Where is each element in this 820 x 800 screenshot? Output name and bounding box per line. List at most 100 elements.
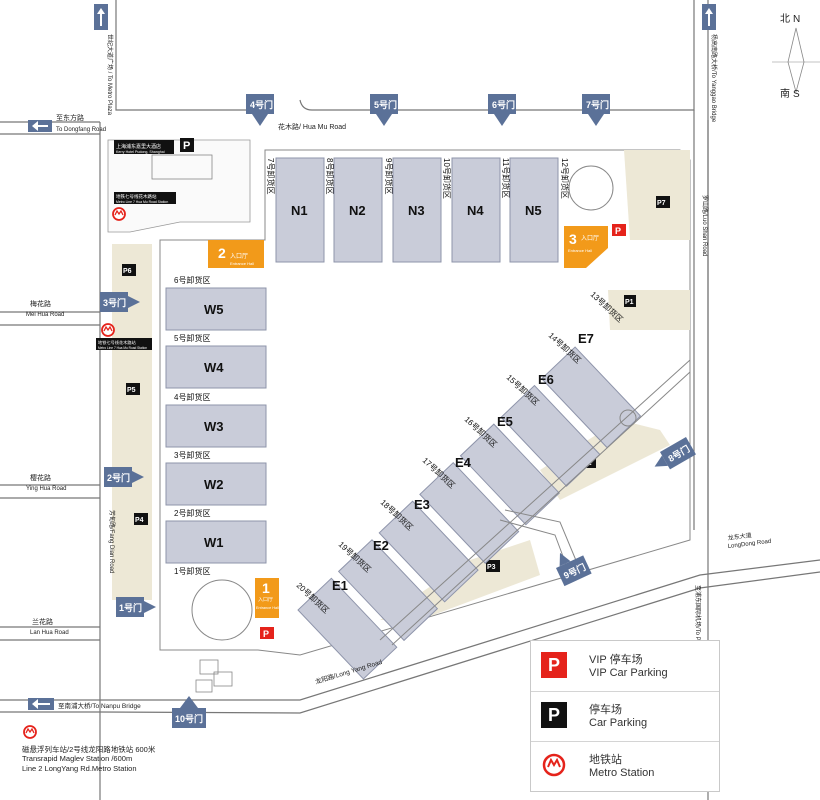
hall-e5: E5 bbox=[497, 414, 513, 429]
compass-south-zh: 南 bbox=[780, 87, 790, 100]
entrance-2-zh: 入口厅 bbox=[230, 253, 248, 260]
metro-station-icon bbox=[542, 753, 566, 777]
road-luoshan: 罗山路/Luo Shan Road bbox=[701, 195, 709, 256]
loading-3: 3号卸货区 bbox=[174, 450, 210, 460]
loading-8: 8号卸货区 bbox=[325, 158, 335, 194]
footnote-en2: Line 2 LongYang Rd.Metro Station bbox=[22, 764, 137, 773]
gate-8: 8号门 bbox=[654, 437, 696, 470]
vip-parking-icon: P bbox=[541, 652, 567, 678]
road-longdong-zh: 龙东大道 bbox=[727, 531, 752, 542]
entrance-3-num: 3 bbox=[569, 231, 577, 247]
gate-2-label: 2号门 bbox=[107, 472, 130, 483]
gate-6: 6号门 bbox=[488, 94, 516, 126]
gate-1-label: 1号门 bbox=[119, 602, 142, 613]
metro-meihua-zh: 地铁七号线花木路站 bbox=[98, 339, 136, 346]
hall-w1: W1 bbox=[204, 535, 224, 550]
gate-1: 1号门 bbox=[116, 597, 156, 617]
metro-meihua-en: Metro Line 7 Hua Mu Road Station bbox=[98, 346, 147, 350]
road-nanpu: 至南浦大桥/To Nanpu Bridge bbox=[58, 701, 141, 710]
loading-9: 9号卸货区 bbox=[384, 158, 394, 194]
entrance-1-en: Entrance Hall bbox=[256, 606, 279, 610]
hall-n1: N1 bbox=[291, 203, 308, 218]
gate-3: 3号门 bbox=[100, 292, 140, 312]
gate-4: 4号门 bbox=[246, 94, 274, 126]
metro-huamu-en: Metro Line 7 Hua Mu Road Station bbox=[116, 200, 168, 204]
gate-7-label: 7号门 bbox=[586, 99, 609, 110]
gate-6-label: 6号门 bbox=[492, 99, 515, 110]
entrances: 2 入口厅 Entrance Hall 3 入口厅 Entrance Hall … bbox=[208, 224, 626, 639]
legend-vip-parking: P VIP 停车场 VIP Car Parking bbox=[531, 641, 719, 692]
compass-south-en: S bbox=[793, 89, 800, 100]
gate-5: 5号门 bbox=[370, 94, 398, 126]
entrance-3-en: Entrance Hall bbox=[568, 248, 592, 253]
gate-3-label: 3号门 bbox=[103, 297, 126, 308]
entrance-1-zh: 入口厅 bbox=[258, 597, 273, 603]
loading-4: 4号卸货区 bbox=[174, 392, 210, 402]
road-longdong-en: LongDong Road bbox=[728, 539, 772, 550]
hall-e7: E7 bbox=[578, 331, 594, 346]
road-fangdian: 芳甸路/Fang Dian Road bbox=[108, 510, 116, 573]
hall-w3: W3 bbox=[204, 419, 224, 434]
road-lanhua-zh: 兰花路 bbox=[32, 617, 53, 626]
gate-10-label: 10号门 bbox=[175, 713, 203, 724]
legend-parking: P 停车场 Car Parking bbox=[531, 691, 719, 742]
footnote-en1: Transrapid Maglev Station /600m bbox=[22, 754, 133, 763]
north-halls: N1 N2 N3 N4 N5 bbox=[275, 157, 559, 263]
loading-5: 5号卸货区 bbox=[174, 333, 210, 343]
footnote-zh: 磁悬浮列车站/2号线龙阳路地铁站 600米 bbox=[22, 745, 156, 754]
loading-12: 12号卸货区 bbox=[560, 158, 570, 199]
entrance-1-num: 1 bbox=[262, 580, 270, 596]
loading-10: 10号卸货区 bbox=[442, 158, 452, 199]
compass-north-en: N bbox=[793, 14, 800, 25]
gate-5-label: 5号门 bbox=[374, 99, 397, 110]
hall-e6: E6 bbox=[538, 372, 554, 387]
loading-6: 6号卸货区 bbox=[174, 275, 210, 285]
footnote-metro-icon bbox=[23, 725, 37, 739]
parking-p7: P7 bbox=[657, 200, 666, 207]
parking-p5: P5 bbox=[127, 387, 136, 394]
hall-n2: N2 bbox=[349, 203, 366, 218]
venue-outline bbox=[159, 149, 691, 656]
legend: P VIP 停车场 VIP Car Parking P 停车场 Car Park… bbox=[530, 640, 720, 792]
road-dongfang-en: To Dongfang Road bbox=[56, 127, 106, 133]
hall-e1: E1 bbox=[332, 578, 348, 593]
small-buildings bbox=[195, 659, 233, 693]
compass-north-zh: 北 bbox=[780, 13, 790, 25]
parking-p3: P3 bbox=[487, 564, 496, 571]
gate-2: 2号门 bbox=[104, 467, 144, 487]
north-loading-bays: 7号卸货区 8号卸货区 9号卸货区 10号卸货区 11号卸货区 12号卸货区 bbox=[266, 158, 570, 199]
parking-icon: P bbox=[541, 702, 567, 728]
gate-7: 7号门 bbox=[582, 94, 610, 126]
road-yinghua-en: Ying Hua Road bbox=[26, 486, 66, 492]
entrance-3-zh: 入口厅 bbox=[581, 235, 599, 242]
road-lanhua-en: Lan Hua Road bbox=[30, 630, 69, 636]
hall-n3: N3 bbox=[408, 203, 425, 218]
hall-w2: W2 bbox=[204, 477, 224, 492]
east-halls bbox=[297, 346, 642, 680]
parking-p4: P4 bbox=[135, 517, 144, 524]
hotel-parking-label: P bbox=[183, 140, 190, 152]
road-huamu: 花木路/ Hua Mu Road bbox=[278, 122, 346, 131]
vip-parking-1: P bbox=[263, 629, 269, 639]
gate-4-label: 4号门 bbox=[250, 99, 273, 110]
gate-10: 10号门 bbox=[172, 696, 206, 728]
compass-icon: 北 N 南 S bbox=[772, 13, 820, 100]
gates: 4号门 5号门 6号门 7号门 3号门 2号门 bbox=[100, 94, 696, 728]
west-halls: W5 W4 W3 W2 W1 bbox=[165, 287, 267, 564]
road-meihua-en: Mei Hua Road bbox=[26, 312, 64, 318]
hotel-name-zh: 上海浦东嘉里大酒店 bbox=[116, 143, 161, 150]
legend-vip-en: VIP Car Parking bbox=[589, 667, 668, 679]
hotel-area: 上海浦东嘉里大酒店 Kerry Hotel Pudong, Shanghai P… bbox=[107, 138, 251, 233]
legend-metro-zh: 地铁站 bbox=[589, 754, 622, 766]
loading-1: 1号卸货区 bbox=[174, 566, 210, 576]
metro-huamu-zh: 地铁七号线花木路站 bbox=[116, 193, 157, 200]
hall-n4: N4 bbox=[467, 203, 484, 218]
hall-n5: N5 bbox=[525, 203, 542, 218]
metro-meihua: 地铁七号线花木路站 Metro Line 7 Hua Mu Road Stati… bbox=[96, 323, 152, 350]
hall-e2: E2 bbox=[373, 538, 389, 553]
west-loading-bays: 6号卸货区 5号卸货区 4号卸货区 3号卸货区 2号卸货区 1号卸货区 bbox=[174, 275, 210, 576]
road-meihua-zh: 梅花路 bbox=[30, 299, 51, 308]
entrance-2-en: Entrance Hall bbox=[230, 261, 254, 266]
road-dongfang-zh: 至东方路 bbox=[56, 113, 84, 122]
